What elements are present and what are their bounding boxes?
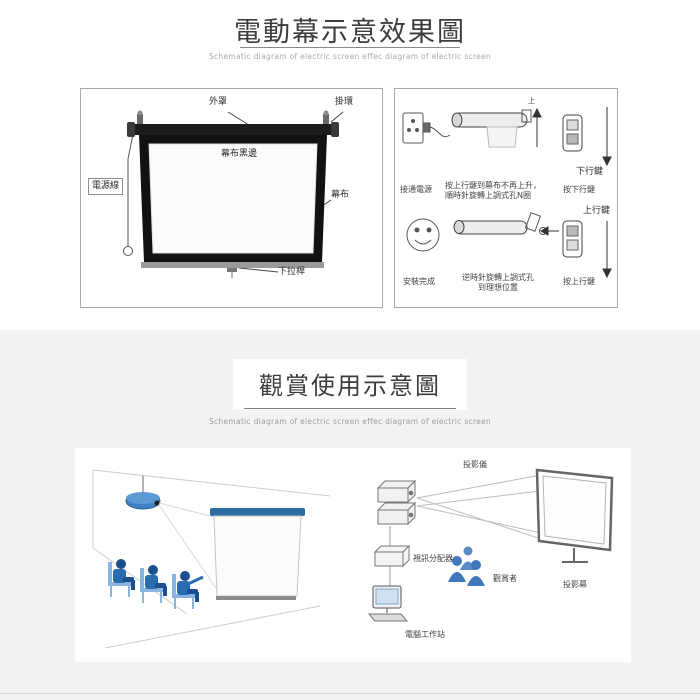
title-underline [240, 47, 460, 48]
down-key-label: 下行鍵 [576, 167, 604, 177]
screen-structure-panel: 外罩 掛環 幕布黑邊 電源線 幕布 下拉桿 [80, 88, 383, 308]
roller-adjust-icon [453, 212, 547, 235]
fabric-label: 幕布 [331, 190, 350, 200]
usage-title: 觀賞使用示意圖 [259, 372, 441, 400]
projector-stack-icon [376, 479, 417, 526]
workstation-label: 電腦工作站 [405, 630, 445, 639]
pull-bar-label: 下拉桿 [278, 267, 306, 277]
lower-section: 觀賞使用示意圖 Schematic diagram of electric sc… [0, 330, 700, 700]
step2-line2: 順時針旋轉上調式孔N圈 [445, 191, 531, 200]
install-steps-panel: 上 下行鍵 接通電源 按上行鍵到幕布不再上升，順時針旋轉上調式孔N圈 按下行鍵 … [394, 88, 618, 308]
black-edge-label: 幕布黑邊 [221, 149, 258, 159]
projection-beams [158, 502, 217, 589]
step6-label: 按上行鍵 [563, 277, 595, 286]
viewer-figures [448, 546, 485, 586]
projection-screen-icon [535, 468, 614, 563]
usage-subtitle: Schematic diagram of electric screen eff… [208, 417, 492, 426]
power-cord-label: 電源線 [88, 178, 124, 195]
scene-screen-icon [210, 508, 305, 600]
step5-line1: 逆時針旋轉上調式孔 [462, 273, 534, 282]
wall-switch-down-icon [562, 114, 583, 152]
video-splitter-icon [373, 544, 411, 568]
step5-line2: 到理想位置 [478, 283, 518, 292]
step4-label: 安裝完成 [403, 277, 435, 286]
hanging-ring-label: 掛環 [335, 97, 354, 107]
audience-figures [108, 559, 204, 609]
page-title: 電動幕示意效果圖 [234, 17, 466, 48]
hanging-ring-icon [137, 110, 329, 125]
pull-bar-icon [141, 262, 324, 278]
flow-arrow-down-icon [602, 107, 612, 279]
bottom-divider [0, 693, 700, 694]
screen-fabric [148, 143, 318, 254]
step2-line1: 按上行鍵到幕布不再上升， [445, 181, 541, 190]
step3-label: 按下行鍵 [563, 185, 595, 194]
screen-housing-bar [127, 122, 339, 137]
power-outlet-icon [402, 112, 451, 144]
step2-label: 按上行鍵到幕布不再上升，順時針旋轉上調式孔N圈 [445, 181, 557, 201]
up-key-label: 上行鍵 [583, 206, 611, 216]
screen-diagram-svg [123, 110, 344, 278]
usage-title-underline [244, 408, 456, 409]
up-arrow-icon [532, 107, 542, 147]
usage-scene-panel: 投影儀 視訊分配器 電腦工作站 觀賞者 投影幕 [75, 448, 631, 662]
usage-scene-svg [92, 468, 614, 649]
computer-icon [367, 585, 409, 622]
left-arrow-icon [539, 226, 559, 236]
install-steps-svg [402, 107, 612, 279]
step1-label: 接通電源 [400, 185, 432, 194]
video-splitter-label: 視訊分配器 [413, 554, 453, 563]
outer-cover-label: 外罩 [209, 97, 228, 107]
wall-switch-up-icon [562, 220, 583, 258]
ceiling-projector-icon [125, 476, 161, 510]
viewers-label: 觀賞者 [493, 574, 517, 583]
projector-label: 投影儀 [463, 460, 487, 469]
smiley-icon [406, 218, 440, 252]
step5-label: 逆時針旋轉上調式孔到理想位置 [453, 273, 543, 293]
up-mark-label: 上 [528, 97, 535, 105]
roller-up-icon [451, 109, 532, 148]
usage-title-box: 觀賞使用示意圖 [233, 359, 467, 410]
power-cord [123, 133, 134, 256]
page-subtitle: Schematic diagram of electric screen eff… [208, 52, 492, 61]
screen-label: 投影幕 [563, 580, 587, 589]
